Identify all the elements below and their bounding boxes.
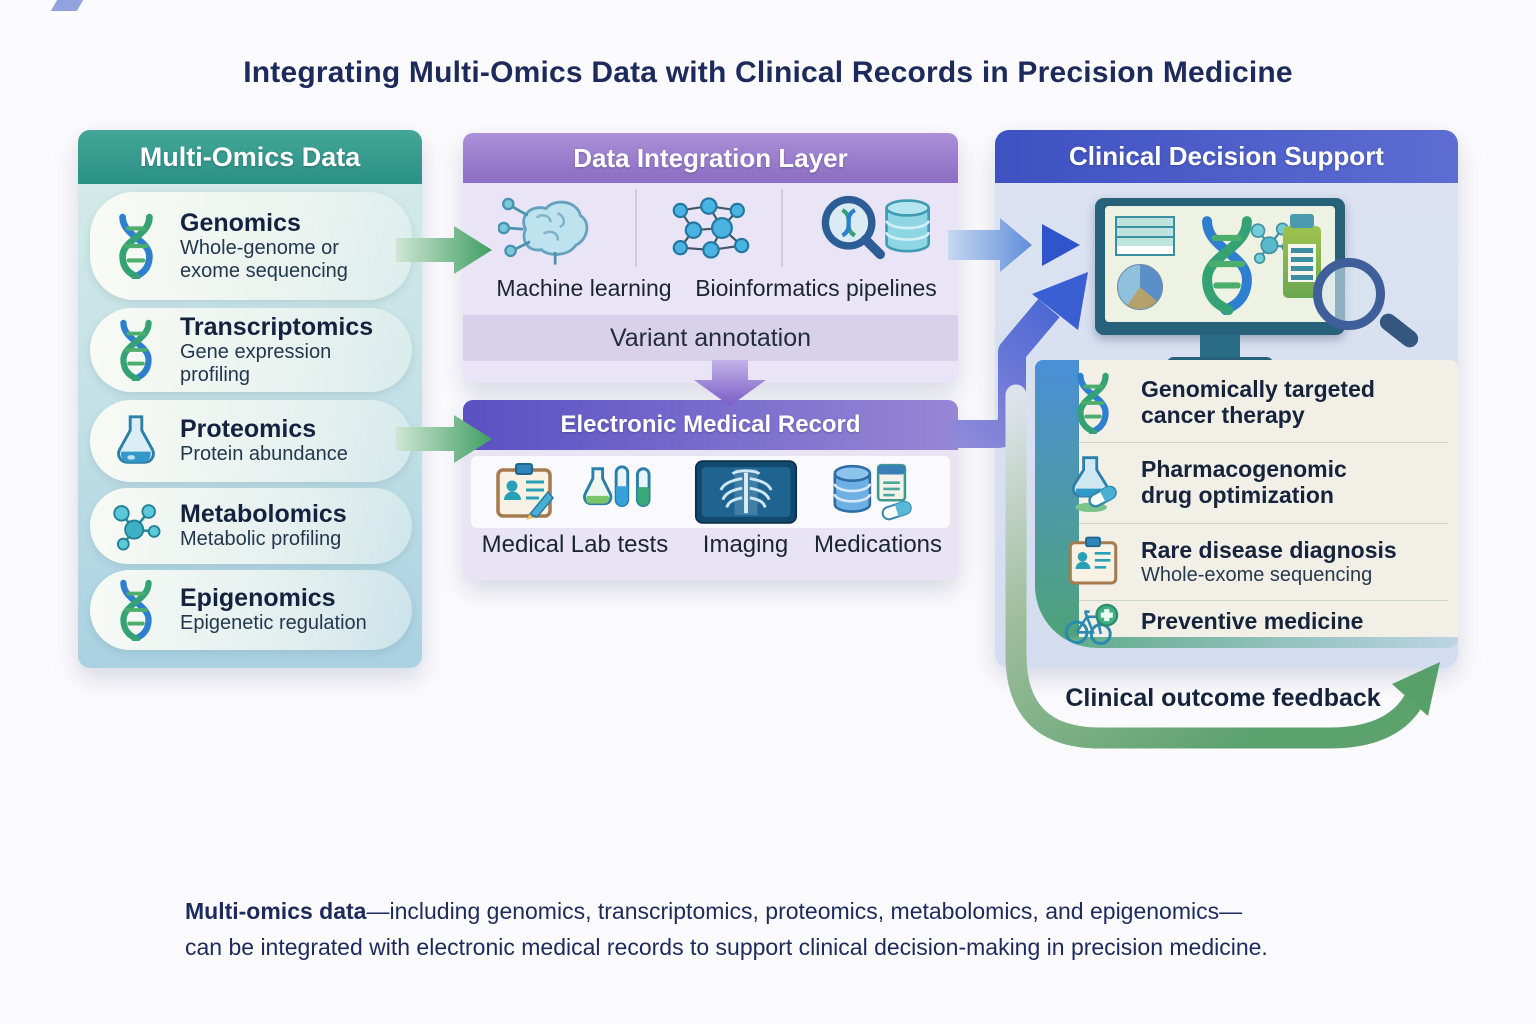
omics-item-desc: Metabolic profiling bbox=[180, 528, 342, 550]
omics-item-label: Metabolomics bbox=[180, 500, 347, 528]
cds-item-desc: Whole-exome sequencing bbox=[1141, 563, 1373, 586]
emr-item-label: Imaging bbox=[702, 531, 789, 558]
network-icon bbox=[628, 185, 793, 271]
omics-item-proteomics: Proteomics Protein abundance bbox=[90, 400, 412, 482]
omics-item-desc: Epigenetic regulation bbox=[180, 612, 367, 634]
flask-pill-icon bbox=[1059, 451, 1127, 515]
bioinformatics-pipelines-label: Bioinformatics pipelines bbox=[695, 275, 937, 301]
molecule-icon bbox=[104, 493, 168, 559]
flask-icon bbox=[104, 408, 168, 474]
cds-items-list: Genomically targeted cancer therapy Phar… bbox=[1035, 360, 1458, 648]
omics-item-label: Epigenomics bbox=[180, 584, 336, 612]
cds-item-preventive: Preventive medicine bbox=[1059, 602, 1450, 642]
emr-panel-title: Electronic Medical Record bbox=[463, 400, 958, 450]
omics-item-metabolomics: Metabolomics Metabolic profiling bbox=[90, 488, 412, 564]
corner-decoration bbox=[50, 0, 84, 11]
data-integration-panel: Data Integration Layer Machine learning … bbox=[463, 133, 958, 383]
cds-item-rare-disease: Rare disease diagnosis Whole-exome seque… bbox=[1059, 529, 1450, 595]
data-integration-panel-title: Data Integration Layer bbox=[463, 133, 958, 183]
omics-item-label: Genomics bbox=[180, 208, 301, 237]
omics-item-desc: Gene expression profiling bbox=[180, 340, 332, 386]
divider bbox=[781, 189, 783, 267]
cds-item-label: cancer therapy bbox=[1141, 402, 1305, 428]
omics-item-label: Transcriptomics bbox=[180, 312, 374, 341]
omics-item-desc: Protein abundance bbox=[180, 443, 348, 465]
clipboard-icon bbox=[1059, 530, 1127, 594]
clinical-decision-support-panel: Clinical Decision Support Genomically ta… bbox=[995, 130, 1458, 668]
cds-item-label: Pharmacogenomic bbox=[1141, 456, 1347, 483]
caption-line1: —including genomics, transcriptomics, pr… bbox=[366, 898, 1243, 924]
cds-panel-title: Clinical Decision Support bbox=[995, 130, 1458, 183]
emr-panel: Electronic Medical Record Medical Lab te… bbox=[463, 400, 958, 580]
divider bbox=[1059, 523, 1448, 524]
cds-item-label: Genomically targeted bbox=[1141, 376, 1375, 403]
variant-annotation-band: Variant annotation bbox=[463, 315, 958, 361]
clinical-outcome-feedback-label: Clinical outcome feedback bbox=[1065, 684, 1381, 712]
monitor-stand bbox=[1200, 335, 1240, 359]
page-title: Integrating Multi-Omics Data with Clinic… bbox=[243, 56, 1293, 89]
emr-item-label: Lab tests bbox=[570, 531, 669, 558]
multi-omics-panel-title: Multi-Omics Data bbox=[78, 130, 422, 184]
omics-item-desc: exome sequencing bbox=[180, 259, 348, 282]
omics-item-label: Proteomics bbox=[180, 415, 317, 443]
cds-item-label: Preventive medicine bbox=[1141, 608, 1364, 635]
brain-icon bbox=[463, 185, 628, 271]
divider bbox=[1059, 442, 1448, 443]
machine-learning-label: Machine learning bbox=[496, 275, 672, 301]
omics-item-transcriptomics: Transcriptomics Gene expression profilin… bbox=[90, 308, 412, 392]
medical-clipboard-icon bbox=[485, 456, 563, 528]
dna-icon bbox=[1059, 371, 1127, 435]
dna-icon bbox=[104, 577, 168, 643]
omics-item-desc: Whole-genome or bbox=[180, 236, 339, 259]
cds-item-label: Rare disease diagnosis bbox=[1141, 537, 1397, 564]
lab-tubes-icon bbox=[575, 456, 665, 528]
dna-icon bbox=[104, 213, 168, 279]
divider bbox=[635, 189, 637, 267]
omics-item-genomics: Genomics Whole-genome or exome sequencin… bbox=[90, 192, 412, 300]
report-table-icon bbox=[1115, 216, 1175, 256]
cds-item-pharmacogenomic: Pharmacogenomic drug optimization bbox=[1059, 448, 1450, 518]
xray-icon bbox=[691, 456, 801, 528]
monitor-icon bbox=[1095, 198, 1345, 335]
bicycle-cross-icon bbox=[1059, 590, 1127, 648]
caption-bold: Multi-omics data bbox=[185, 898, 367, 924]
cds-item-targeted-therapy: Genomically targeted cancer therapy bbox=[1059, 368, 1450, 438]
dna-icon bbox=[104, 317, 168, 383]
arrowhead-feedback bbox=[1392, 662, 1440, 716]
dna-magnifier-database-icon bbox=[793, 185, 958, 271]
monitor-screen bbox=[1105, 206, 1335, 322]
medications-database-icon bbox=[819, 456, 929, 528]
emr-item-label: Medications bbox=[813, 531, 943, 558]
emr-item-label: Medical bbox=[481, 531, 565, 558]
caption-line2: can be integrated with electronic medica… bbox=[185, 934, 1268, 960]
multi-omics-panel: Multi-Omics Data Genomics Whole-genome o… bbox=[78, 130, 422, 668]
magnifier-handle bbox=[1376, 310, 1422, 351]
cds-item-label: drug optimization bbox=[1141, 482, 1334, 508]
omics-item-epigenomics: Epigenomics Epigenetic regulation bbox=[90, 570, 412, 650]
medicine-bottle-icon bbox=[1283, 214, 1321, 298]
caption: Multi-omics data—including genomics, tra… bbox=[185, 893, 1375, 965]
magnifier-icon bbox=[1313, 258, 1385, 330]
pie-chart-icon bbox=[1117, 264, 1163, 310]
